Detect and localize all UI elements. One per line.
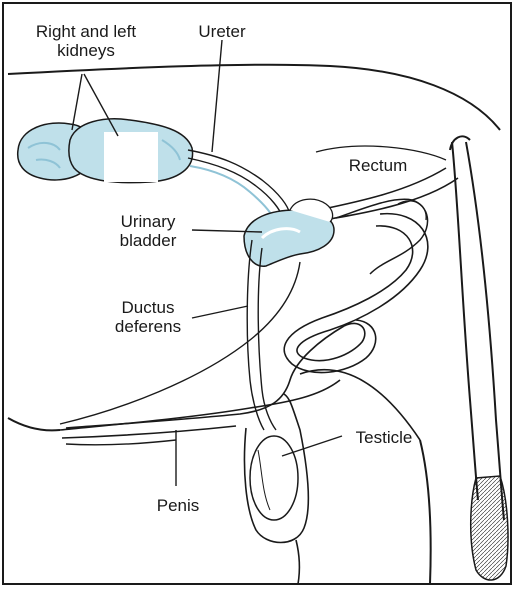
hind-leg-front [420,440,431,584]
testicle-pointer [282,436,342,456]
bladder-label-line2: bladder [104,231,192,250]
prepuce-lower [66,440,176,445]
bladder-label-line1: Urinary [104,212,192,231]
kidneys-label-line2: kidneys [14,41,158,60]
kidney-highlight [104,132,158,182]
testicle [250,436,298,520]
kidneys-label-line1: Right and left [14,22,158,41]
tail-tip [471,476,508,580]
rectum-label: Rectum [340,156,416,175]
ureter-pointer [212,40,222,152]
ductus-label: Ductus deferens [102,298,194,336]
ureter-label: Ureter [190,22,254,41]
bladder-label: Urinary bladder [104,212,192,250]
belly-outline [8,418,60,430]
kidneys-label: Right and left kidneys [14,22,158,60]
ductus-label-line2: deferens [102,317,194,336]
tail-back [466,142,504,520]
hind-leg-back [296,540,299,584]
accessory-gland [336,199,428,274]
ductus-label-line1: Ductus [102,298,194,317]
kidney-pointer-left [72,74,82,130]
penis-label: Penis [146,496,210,515]
testicle-label: Testicle [342,428,426,447]
ureter-tube-2 [188,158,282,216]
ureter-tube-3 [190,166,274,220]
ductus-pointer [192,306,248,318]
